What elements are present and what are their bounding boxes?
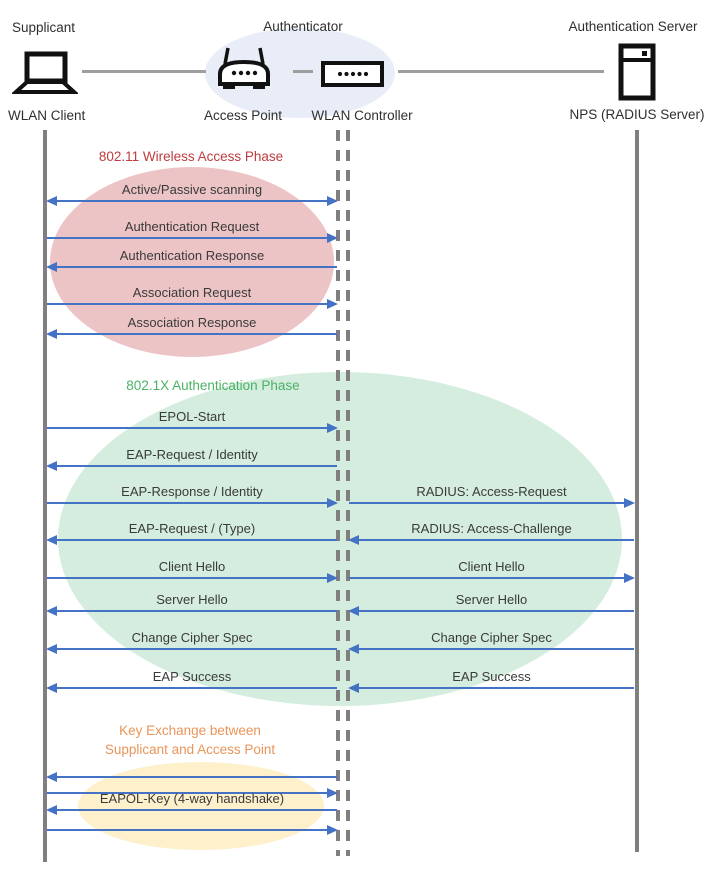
arrowhead-left (46, 461, 57, 471)
message-arrow (56, 266, 337, 268)
arrowhead-right (327, 788, 338, 798)
arrowhead-left (46, 329, 57, 339)
arrowhead-right (327, 498, 338, 508)
message-arrow (349, 502, 625, 504)
supplicant-device-label: WLAN Client (8, 108, 86, 123)
wlan-controller-icon (321, 61, 384, 87)
message-label: Client Hello (458, 559, 525, 574)
arrowhead-left (348, 535, 359, 545)
message-arrow (47, 502, 328, 504)
message-arrow (56, 333, 337, 335)
laptop-icon (12, 50, 78, 96)
phase-802-11-title: 802.11 Wireless Access Phase (98, 149, 284, 164)
arrowhead-left (46, 805, 57, 815)
auth-server-device-label: NPS (RADIUS Server) (569, 107, 705, 122)
message-label: Change Cipher Spec (431, 630, 552, 645)
auth-server-lifeline (635, 130, 639, 852)
message-label: Change Cipher Spec (131, 630, 253, 645)
phase-802-1x-title: 802.1X Authentication Phase (126, 378, 300, 393)
message-arrow (47, 303, 328, 305)
message-label: Authentication Request (124, 219, 260, 234)
message-arrow (56, 610, 337, 612)
supplicant-role-label: Supplicant (12, 20, 76, 35)
message-arrow (56, 809, 337, 811)
arrowhead-left (46, 262, 57, 272)
arrowhead-right (327, 825, 338, 835)
message-label: EAP-Response / Identity (121, 484, 263, 499)
arrowhead-left (348, 606, 359, 616)
message-label: RADIUS: Access-Challenge (411, 521, 572, 536)
message-arrow (56, 200, 328, 202)
arrowhead-right (327, 233, 338, 243)
message-label: Server Hello (156, 592, 228, 607)
access-point-icon (212, 46, 276, 94)
message-label: EAP Success (452, 669, 531, 684)
authenticator-lifeline-left (336, 130, 340, 856)
message-label: Association Request (132, 285, 252, 300)
message-arrow (358, 539, 634, 541)
arrowhead-left (46, 535, 57, 545)
message-label: Active/Passive scanning (121, 182, 263, 197)
arrowhead-left (46, 772, 57, 782)
link-controller-server (398, 70, 604, 73)
message-label: EAP-Request / Identity (126, 447, 258, 462)
arrowhead-right (327, 196, 338, 206)
message-arrow (47, 427, 328, 429)
message-arrow (358, 687, 634, 689)
authenticator-role-label: Authenticator (263, 19, 343, 34)
message-label: RADIUS: Access-Request (416, 484, 567, 499)
message-label: EAP Success (152, 669, 232, 684)
message-label: Association Response (127, 315, 257, 330)
message-arrow (56, 465, 337, 467)
message-label: EAPOL-Key (4-way handshake) (99, 791, 285, 806)
message-arrow (47, 829, 328, 831)
message-label: Client Hello (158, 559, 226, 574)
arrowhead-right (327, 423, 338, 433)
message-label: Server Hello (455, 592, 528, 607)
message-arrow (358, 610, 634, 612)
access-point-label: Access Point (203, 108, 283, 123)
arrowhead-right (327, 573, 338, 583)
phase-802-11-ellipse (50, 167, 334, 357)
server-icon (618, 43, 656, 101)
message-arrow (56, 776, 337, 778)
auth-server-role-label: Authentication Server (568, 19, 698, 34)
arrowhead-right (327, 299, 338, 309)
arrowhead-left (46, 683, 57, 693)
message-arrow (47, 577, 328, 579)
message-arrow (56, 648, 337, 650)
wlan-controller-label: WLAN Controller (311, 108, 413, 123)
arrowhead-left (46, 196, 57, 206)
message-arrow (56, 539, 337, 541)
message-arrow (47, 237, 328, 239)
message-label: EPOL-Start (158, 409, 226, 424)
authenticator-lifeline-right (346, 130, 350, 856)
link-ap-controller (293, 70, 313, 73)
arrowhead-left (348, 644, 359, 654)
arrowhead-right (624, 573, 635, 583)
message-label: EAP-Request / (Type) (128, 521, 256, 536)
message-label: Authentication Response (119, 248, 265, 263)
message-arrow (349, 577, 625, 579)
supplicant-lifeline (43, 130, 47, 862)
arrowhead-left (46, 606, 57, 616)
message-arrow (358, 648, 634, 650)
message-arrow (47, 792, 328, 794)
arrowhead-left (348, 683, 359, 693)
arrowhead-left (46, 644, 57, 654)
key-exchange-title: Key Exchange between Supplicant and Acce… (104, 723, 276, 757)
link-client-ap (82, 70, 206, 73)
arrowhead-right (624, 498, 635, 508)
message-arrow (56, 687, 337, 689)
